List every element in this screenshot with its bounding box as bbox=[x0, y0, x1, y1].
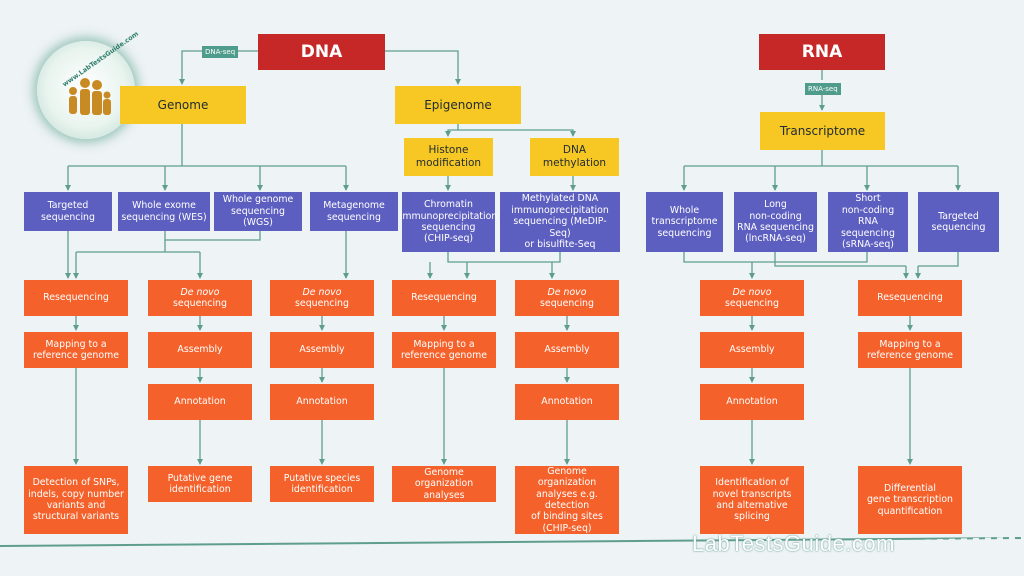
genome-box: Genome bbox=[120, 86, 246, 124]
rna-title: RNA bbox=[759, 34, 885, 70]
sequencing-label: sequencing bbox=[725, 298, 779, 309]
sequencing-label: sequencing bbox=[540, 298, 594, 309]
chip-seq-box: Chromatin immunoprecipitation sequencing… bbox=[400, 192, 497, 252]
family-icon bbox=[69, 78, 111, 115]
metagenome-sequencing-box: Metagenome sequencing bbox=[310, 192, 398, 231]
col1-result: Detection of SNPs, indels, copy number v… bbox=[24, 466, 128, 534]
dna-methylation-box: DNA methylation bbox=[530, 138, 619, 176]
de-novo-label: De novo bbox=[180, 286, 220, 298]
de-novo-label: De novo bbox=[547, 286, 587, 298]
col4-mapping: Mapping to a reference genome bbox=[392, 332, 496, 368]
dna-seq-tag: DNA-seq bbox=[202, 46, 239, 58]
whole-transcriptome-box: Whole transcriptome sequencing bbox=[646, 192, 723, 252]
col2-annotation: Annotation bbox=[148, 384, 252, 420]
col3-annotation: Annotation bbox=[270, 384, 374, 420]
medip-seq-box: Methylated DNA immunoprecipitation seque… bbox=[500, 192, 620, 252]
wes-box: Whole exome sequencing (WES) bbox=[118, 192, 210, 231]
epigenome-box: Epigenome bbox=[395, 86, 521, 124]
col3-result: Putative species identification bbox=[270, 466, 374, 502]
col1-mapping: Mapping to a reference genome bbox=[24, 332, 128, 368]
col4-result: Genome organization analyses bbox=[392, 466, 496, 502]
sequencing-label: sequencing bbox=[295, 298, 349, 309]
lncrna-seq-box: Long non-coding RNA sequencing (lncRNA-s… bbox=[734, 192, 817, 252]
dna-title: DNA bbox=[258, 34, 385, 70]
de-novo-label: De novo bbox=[732, 286, 772, 298]
rna-col1-assembly: Assembly bbox=[700, 332, 804, 368]
de-novo-label: De novo bbox=[302, 286, 342, 298]
rna-col2-mapping: Mapping to a reference genome bbox=[858, 332, 962, 368]
col5-annotation: Annotation bbox=[515, 384, 619, 420]
histone-modification-box: Histone modification bbox=[404, 138, 493, 176]
transcriptome-box: Transcriptome bbox=[760, 112, 885, 150]
labtestsguide-logo: www.LabTestsGuide.com bbox=[37, 30, 140, 139]
watermark: LabTestsGuide.com bbox=[692, 531, 895, 556]
rna-col2-resequencing: Resequencing bbox=[858, 280, 962, 316]
wgs-box: Whole genome sequencing (WGS) bbox=[214, 192, 302, 231]
col5-result: Genome organization analyses e.g. detect… bbox=[515, 466, 619, 534]
col2-assembly: Assembly bbox=[148, 332, 252, 368]
col2-result: Putative gene identification bbox=[148, 466, 252, 502]
rna-col1-annotation: Annotation bbox=[700, 384, 804, 420]
col5-assembly: Assembly bbox=[515, 332, 619, 368]
col3-assembly: Assembly bbox=[270, 332, 374, 368]
sequencing-label: sequencing bbox=[173, 298, 227, 309]
srna-seq-box: Short non-coding RNA sequencing (sRNA-se… bbox=[828, 192, 908, 252]
col4-resequencing: Resequencing bbox=[392, 280, 496, 316]
rna-col2-result: Differential gene transcription quantifi… bbox=[858, 466, 962, 534]
rna-seq-tag: RNA-seq bbox=[805, 83, 841, 95]
targeted-sequencing-box: Targeted sequencing bbox=[24, 192, 112, 231]
rna-col1-result: Identification of novel transcripts and … bbox=[700, 466, 804, 534]
rna-targeted-sequencing-box: Targeted sequencing bbox=[918, 192, 999, 252]
col1-resequencing: Resequencing bbox=[24, 280, 128, 316]
